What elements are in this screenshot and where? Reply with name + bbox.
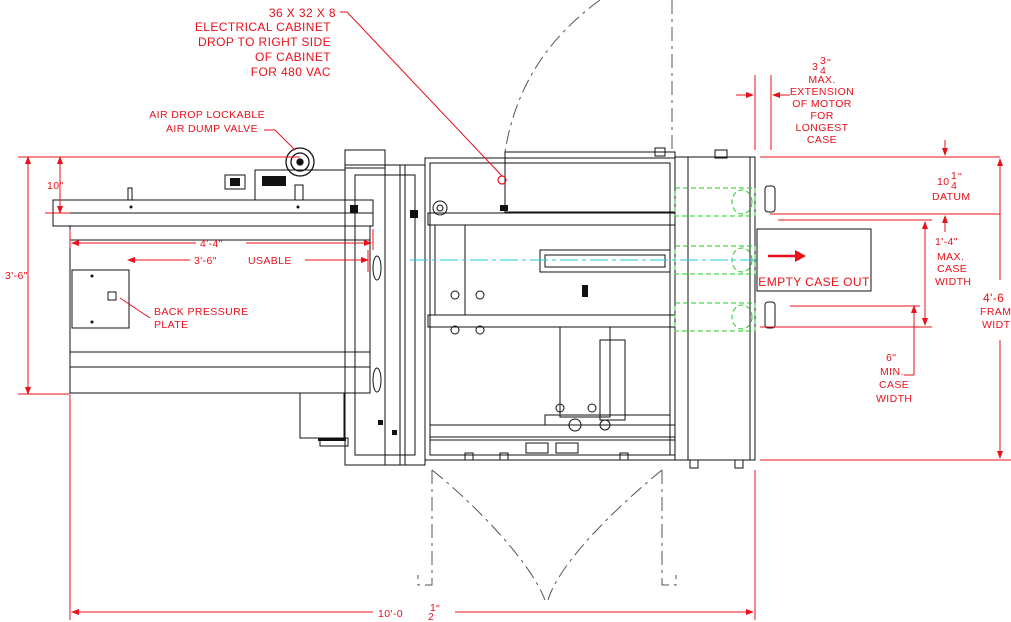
label-datum-den: 4	[951, 180, 957, 192]
label-min-case: 6" MIN. CASE WIDTH	[876, 352, 912, 405]
label-motor-ext-line6: CASE	[807, 134, 837, 146]
label-motor-ext-inch: "	[827, 57, 831, 69]
door-swings	[417, 0, 677, 601]
label-cabinet: 36 X 32 X 8 ELECTRICAL CABINET DROP TO R…	[195, 6, 336, 79]
label-overall-inch: "	[436, 603, 440, 615]
label-max-case-line2: MAX.	[937, 251, 964, 263]
label-air-valve-line1: AIR DROP LOCKABLE	[149, 109, 265, 121]
machine-details	[90, 176, 588, 441]
label-back-pressure-line1: BACK PRESSURE	[154, 306, 248, 318]
label-motor-ext-num: 3	[820, 55, 826, 67]
label-motor-ext-line1: MAX.	[808, 74, 835, 86]
label-max-case-line4: WIDTH	[935, 276, 971, 288]
label-back-pressure-line2: PLATE	[154, 319, 188, 331]
label-max-case-line3: CASE	[937, 263, 967, 275]
label-empty-case-out: EMPTY CASE OUT	[758, 275, 870, 289]
label-frame-width: 4'-6 FRAM WIDTH	[980, 291, 1011, 331]
label-motor-ext-line2: EXTENSION	[790, 86, 854, 98]
label-dim-4-4: 4'-4"	[200, 238, 223, 250]
label-motor-ext-line3: OF MOTOR	[792, 98, 852, 110]
label-min-case-line4: WIDTH	[876, 393, 912, 405]
label-cabinet-line1: 36 X 32 X 8	[269, 6, 336, 20]
label-max-case-line1: 1'-4"	[935, 236, 958, 248]
label-min-case-line2: MIN.	[880, 366, 904, 378]
label-air-valve-line2: AIR DUMP VALVE	[166, 123, 258, 135]
label-frame-line1: 4'-6	[983, 291, 1004, 305]
label-min-case-line1: 6"	[886, 352, 896, 364]
label-motor-extension: 3 3 4 " MAX. EXTENSION OF MOTOR FOR LONG…	[790, 55, 854, 146]
label-datum: 10 1 4 " DATUM	[932, 170, 971, 203]
label-air-valve: AIR DROP LOCKABLE AIR DUMP VALVE	[149, 109, 265, 135]
label-frame-line3: WIDTH	[982, 319, 1011, 331]
label-dim-3-6: 3'-6"	[5, 270, 28, 282]
label-back-pressure: BACK PRESSURE PLATE	[154, 306, 248, 331]
label-motor-ext-den: 4	[820, 65, 826, 77]
label-cabinet-line4: OF CABINET	[255, 50, 331, 64]
label-cabinet-line2: ELECTRICAL CABINET	[195, 20, 331, 34]
label-motor-ext-line5: LONGEST	[796, 122, 849, 134]
label-cabinet-line5: FOR 480 VAC	[251, 65, 331, 79]
label-datum-num: 1	[951, 170, 957, 182]
empty-case-out-sign	[756, 228, 872, 292]
air-dump-valve	[285, 147, 315, 177]
label-overall-length: 10'-0 1 2 "	[378, 602, 440, 622]
label-motor-ext-line4: FOR	[810, 110, 833, 122]
label-usable: USABLE	[248, 255, 292, 267]
dimension-lines	[18, 11, 1011, 620]
label-cabinet-line3: DROP TO RIGHT SIDE	[198, 35, 331, 49]
label-datum-whole: 10	[937, 176, 949, 188]
label-motor-ext-whole: 3	[812, 61, 818, 73]
label-max-case: 1'-4" MAX. CASE WIDTH	[935, 236, 971, 288]
label-overall-whole: 10'-0	[378, 608, 403, 620]
label-overall-num: 1	[430, 602, 436, 614]
case-outline-hidden	[674, 187, 756, 332]
label-dim-3-6-usable: 3'-6"	[194, 255, 217, 267]
label-frame-line2: FRAM	[980, 306, 1011, 318]
label-min-case-line3: CASE	[879, 379, 909, 391]
label-dim-10: 10"	[47, 180, 64, 192]
label-datum-text: DATUM	[932, 191, 971, 203]
label-datum-inch: "	[958, 171, 962, 183]
label-overall-den: 2	[428, 611, 434, 622]
